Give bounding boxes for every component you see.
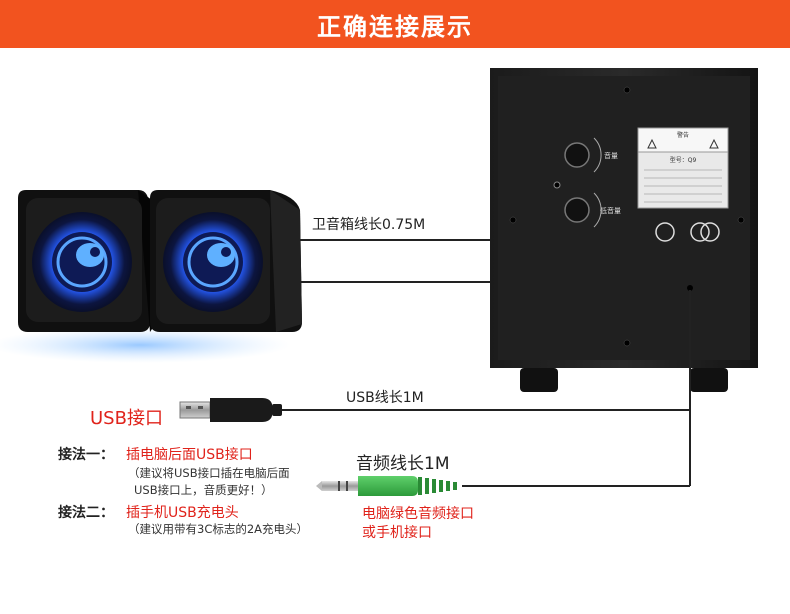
audio-port-label-line2: 或手机接口 — [362, 525, 432, 541]
subwoofer-back-panel: 音量 低音量 警告 型号：Q9 — [490, 68, 758, 392]
knob1-label: 音量 — [604, 151, 618, 160]
audio-plug — [316, 476, 457, 496]
right-satellite-speaker — [150, 190, 302, 332]
audio-port-label-line1: 电脑绿色音频接口 — [362, 506, 474, 522]
knob2-label: 低音量 — [600, 206, 621, 215]
satellite-cable-label: 卫音箱线长0.75M — [312, 217, 426, 233]
model-label: 型号：Q9 — [670, 156, 697, 164]
usb-port-label: USB接口 — [90, 408, 163, 429]
speaker-floor-glow — [0, 327, 290, 363]
audio-cable-label: 音频线长1M — [356, 454, 450, 474]
usb-plug — [179, 398, 282, 422]
method1-note-line1: （建议将USB接口插在电脑后面 — [128, 466, 290, 480]
method2-title: 接法二： — [58, 505, 114, 521]
header-banner: 正确连接展示 — [0, 0, 790, 48]
left-satellite-speaker — [18, 190, 154, 332]
method1-text: 插电脑后面USB接口 — [126, 447, 253, 463]
method2-note: （建议用带有3C标志的2A充电头） — [128, 522, 309, 536]
method1-title: 接法一： — [58, 447, 114, 463]
warning-title: 警告 — [677, 131, 689, 139]
page-title: 正确连接展示 — [317, 12, 473, 41]
method2-text: 插手机USB充电头 — [126, 505, 239, 521]
usb-cable-label: USB线长1M — [346, 390, 424, 406]
method1-note-line2: USB接口上，音质更好！） — [134, 483, 273, 497]
